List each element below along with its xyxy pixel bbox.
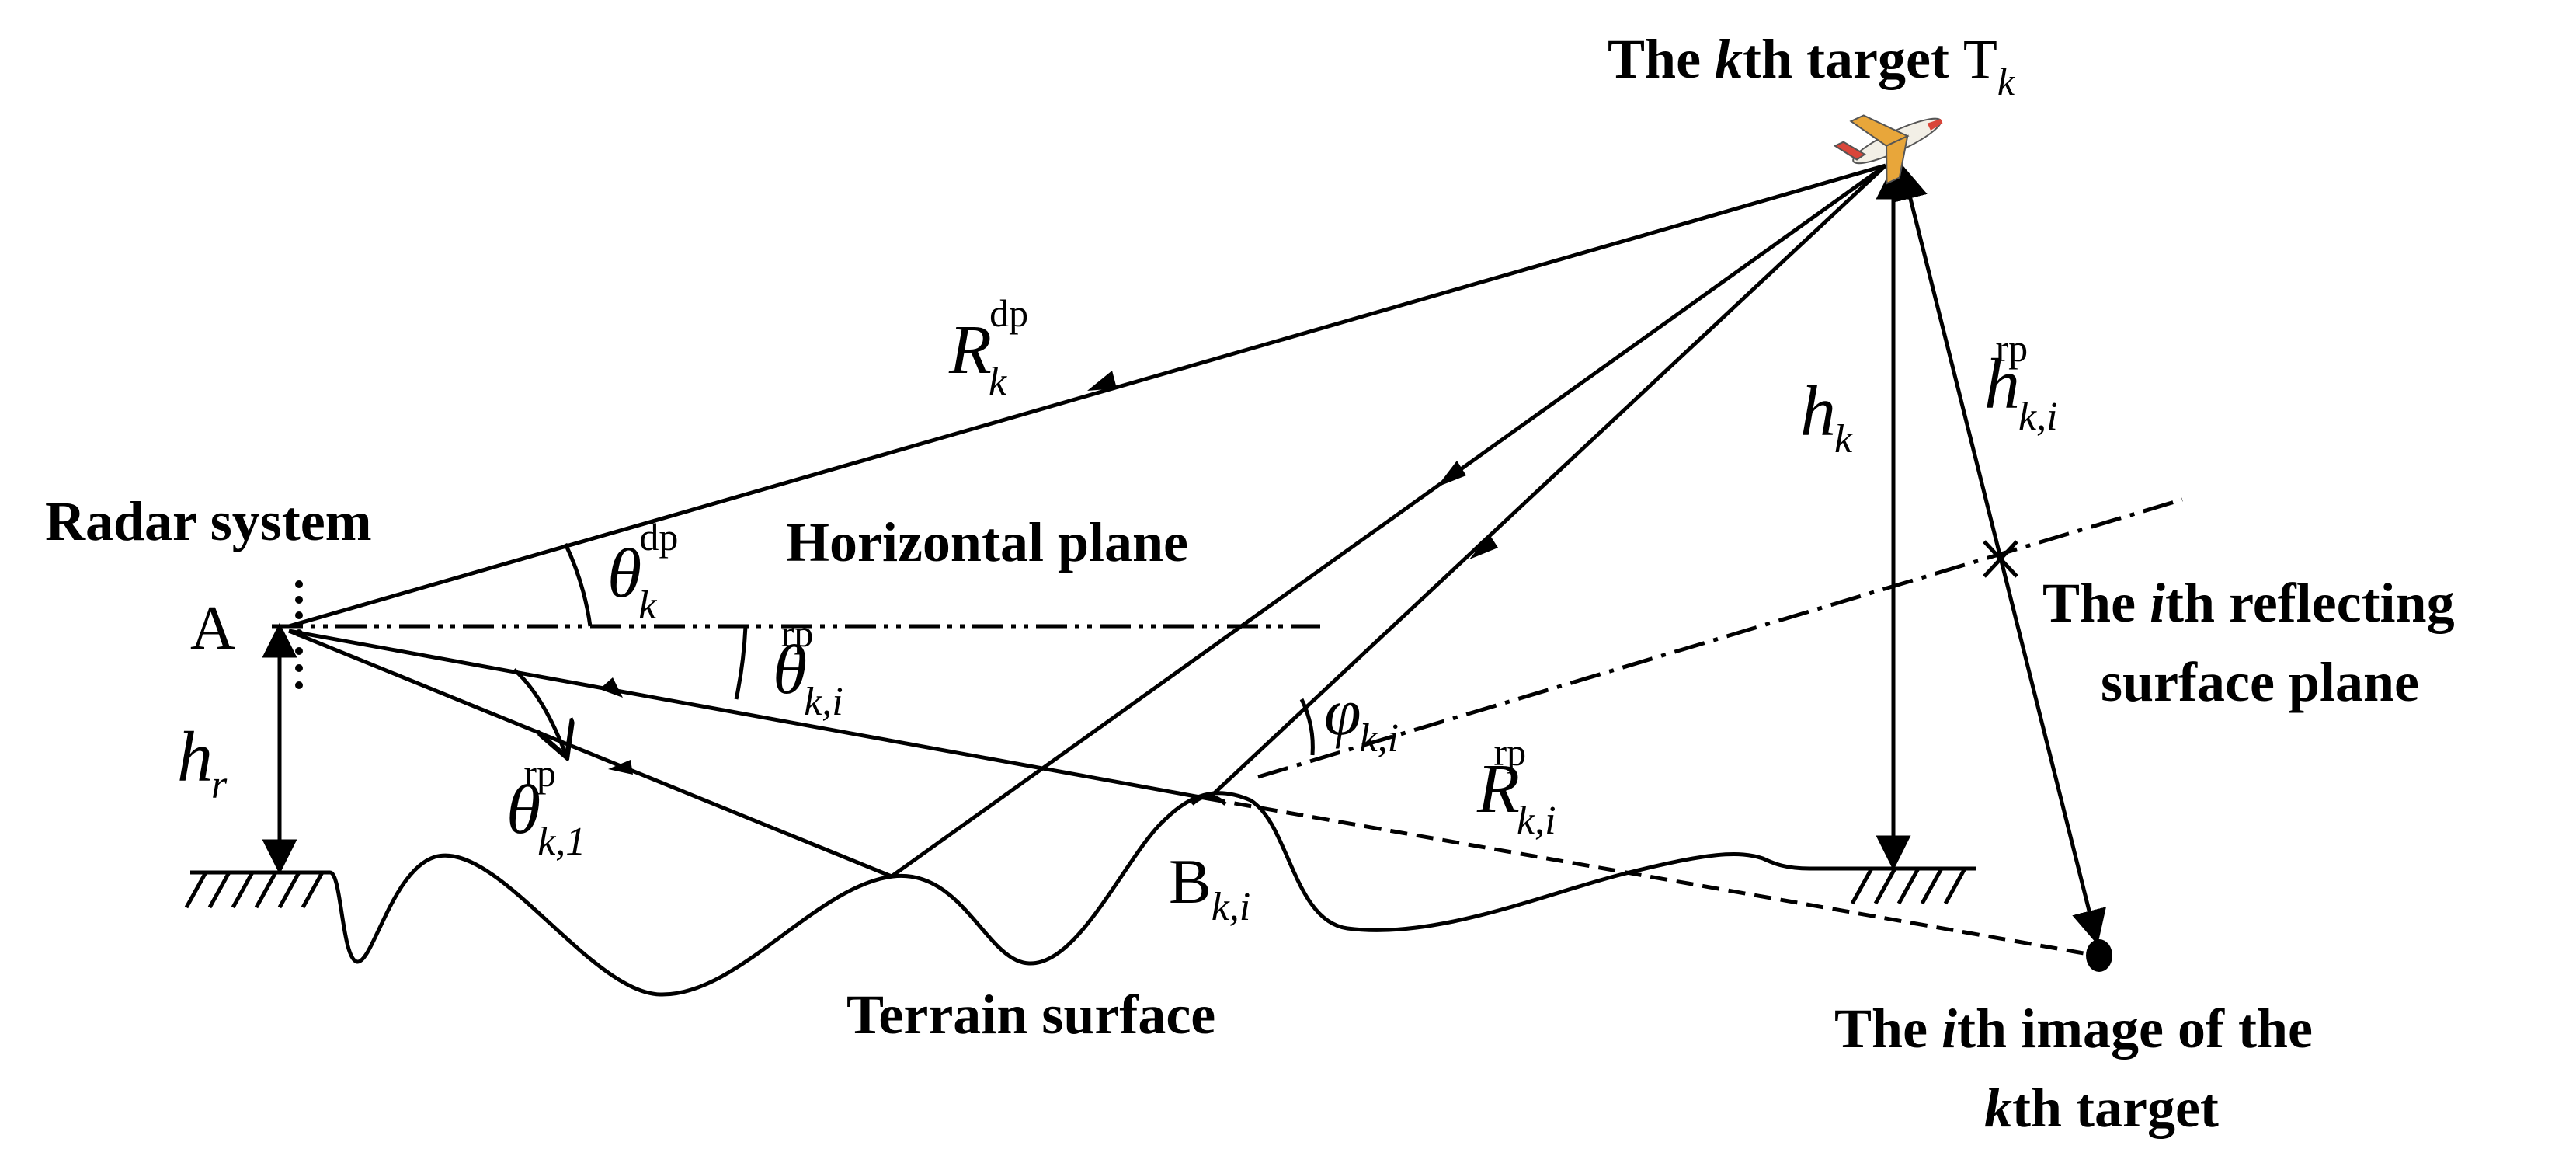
first-reflection-outgoing-arrowhead [608,760,633,775]
first-reflection-incoming-arrowhead [1437,461,1466,487]
reflected-path-incoming [1207,164,1887,800]
ground-hatch-right [1850,867,1967,905]
h-k-symbol: hk [1800,371,1853,461]
target-image-point [2086,939,2112,972]
theta-dp-arc [563,542,593,627]
theta-rp-i-symbol: θk,irp [773,611,843,724]
h-rp-arrow [1893,164,2106,945]
reflected-path-incoming-arrowhead [1469,535,1498,559]
image-path-dashed [1208,796,2098,958]
direct-path-line [288,163,1886,629]
h-r-symbol: hr [177,717,228,807]
reflected-path-outgoing [288,629,1209,801]
horizontal-plane-label: Horizontal plane [786,511,1188,573]
airplane-icon [1833,114,1943,185]
reflecting-plane-label-line2: surface plane [2101,651,2419,713]
theta-rp-1-arc [513,668,567,757]
reflecting-plane-label-line1: The ith reflecting [2042,572,2455,634]
radar-system-label: Radar system [45,490,372,552]
reflection-point-mark [1191,794,1227,806]
direct-path-arrowhead [1087,371,1117,391]
first-reflection-outgoing [288,629,892,879]
point-b-label: Bk,i [1169,846,1250,929]
ground-hatch-left [184,871,325,909]
phi-arc [1299,698,1315,756]
reflecting-plane-cross [1983,540,2018,578]
r-dp-symbol: Rkdp [948,291,1028,404]
radar-antenna [295,580,303,689]
target-image-label-line2: kth target [1984,1077,2219,1139]
first-reflection-incoming [890,163,1887,879]
reflected-path-outgoing-arrowhead [600,677,623,698]
target-title: The kth target Tk [1608,28,2015,103]
point-a-label: A [190,594,235,663]
h-rp-symbol: hk,irp [1984,326,2058,439]
theta-dp-symbol: θkdp [607,515,678,628]
target-image-label-line1: The ith image of the [1834,998,2313,1060]
theta-rp-i-arc [734,625,748,700]
phi-symbol: φk,i [1324,674,1399,761]
terrain [184,791,1976,997]
r-rp-symbol: Rk,irp [1476,730,1556,843]
terrain-surface-label: Terrain surface [846,984,1215,1046]
terrain-surface-curve [318,791,1810,997]
theta-rp-1-symbol: θk,1rp [506,751,586,864]
